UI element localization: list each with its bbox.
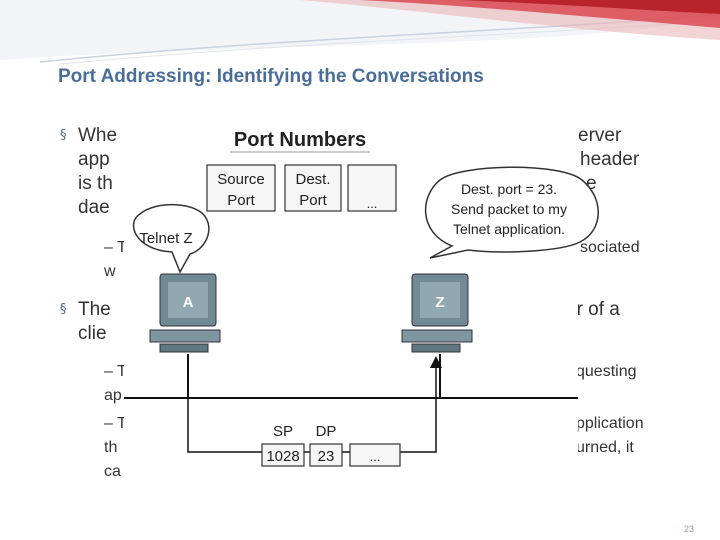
bullet1-line1: Whe [78,125,118,146]
sub2-line5: ca [104,463,121,480]
diagram-title: Port Numbers [234,129,366,151]
dp-cell [309,443,343,467]
arrow-head-icon [430,356,442,368]
sub1-right1: sociated [580,239,640,256]
server-bubble-line2: Send packet to my [451,201,567,217]
bullet-marker: § [60,302,67,317]
packet-more-cell [349,443,401,467]
sub1-line2: w [104,263,116,280]
server-bubble-line1: Dest. port = 23. [461,181,557,197]
header-swoosh [0,0,720,65]
sub2-right1: questing [576,363,637,380]
sub2-line2: ap [104,387,122,404]
more-ellipsis: ... [367,196,378,211]
sub2-line4: th [104,439,118,456]
sp-cell [261,443,305,467]
bullet1-right1: erver [578,125,622,146]
client-bubble [132,204,210,274]
client-computer: A [149,273,221,353]
more-cell [347,164,397,212]
sub2-right3: pplication [576,415,644,432]
bullet1-line2: app [78,149,110,170]
bullet1-right2: header [580,149,640,170]
server-computer: Z [401,273,473,353]
client-bubble-text: Telnet Z [139,230,192,247]
server-bubble-line3: Telnet application. [453,221,565,237]
page-number: 23 [683,524,694,534]
bullet1-right3: e [586,173,597,194]
slide-title: Port Addressing: Identifying the Convers… [58,66,484,87]
dest-port-label-1: Dest. [295,171,330,188]
source-port-cell [206,164,276,212]
bullet1-line3: is th [78,173,113,194]
sub2-line3: – T [104,415,127,432]
bullet1-line4: dae [78,197,110,218]
bullet-marker: § [60,128,67,143]
bullet2-right1: er of a [566,299,620,320]
dest-port-label-2: Port [299,192,327,209]
bullet2-line2: clie [78,323,107,344]
sub2-right4: urned, it [576,439,634,456]
dest-port-cell [284,164,342,212]
client-label: A [183,294,194,311]
source-port-label-1: Source [217,171,265,188]
server-bubble [425,166,599,259]
packet-ellipsis: ... [370,449,381,464]
sp-label: SP [273,423,293,440]
bullet2-line1: The [78,299,111,320]
dp-label: DP [316,423,337,440]
source-port-label-2: Port [227,192,255,209]
server-label: Z [435,294,444,311]
sp-value: 1028 [266,448,299,465]
sub2-line1: – T [104,363,127,380]
dp-value: 23 [318,448,335,465]
sub1-line1: – T [104,239,127,256]
